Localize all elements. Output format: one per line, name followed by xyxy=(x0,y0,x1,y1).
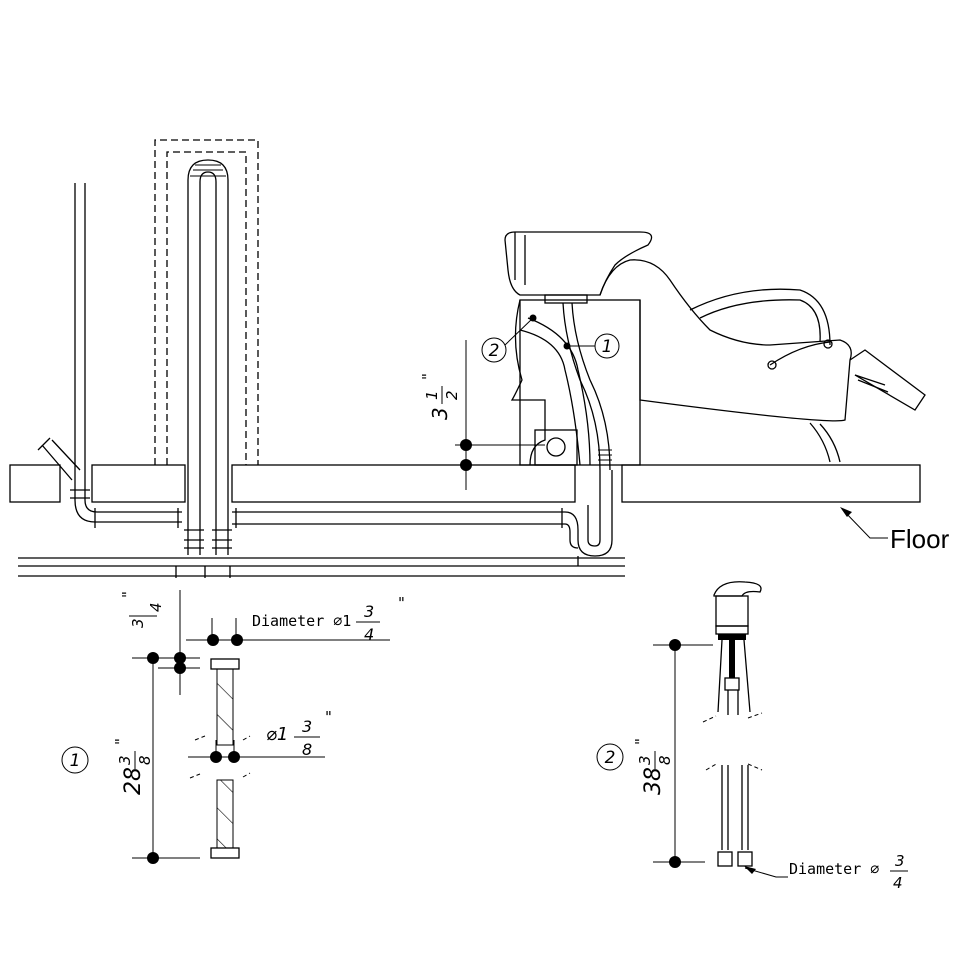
svg-text:3: 3 xyxy=(116,755,134,765)
svg-text:": " xyxy=(119,591,137,598)
svg-text:8: 8 xyxy=(136,755,154,765)
drain-lines xyxy=(18,470,625,578)
svg-text:3: 3 xyxy=(302,717,312,736)
floor-slab xyxy=(9,464,921,503)
detail-2-callout: 2 xyxy=(605,748,616,768)
svg-text:": " xyxy=(325,708,332,726)
svg-text:": " xyxy=(632,738,650,745)
svg-text:": " xyxy=(112,738,130,745)
svg-text:2: 2 xyxy=(443,390,461,400)
drain-outer-diameter-prefix: Diameter ⌀1 xyxy=(252,612,351,630)
svg-text:28: 28 xyxy=(121,767,146,795)
detail-1-callout: 1 xyxy=(70,751,81,771)
detail-1-drain-hose: 1 Diameter ⌀1 3 4 " ⌀1 3 8 " 28 3 8 " xyxy=(61,590,405,864)
svg-text:4: 4 xyxy=(147,602,165,612)
hose-diameter-prefix: Diameter ⌀ xyxy=(789,860,879,878)
vent-pipes xyxy=(184,159,232,555)
callout-2-chair: 2 xyxy=(481,314,537,363)
svg-text:3: 3 xyxy=(129,618,147,628)
wall-chase xyxy=(154,139,259,465)
svg-text:8: 8 xyxy=(656,755,674,765)
floor-callout: Floor xyxy=(840,507,950,554)
floor-label: Floor xyxy=(890,524,950,554)
svg-text:8: 8 xyxy=(302,740,312,759)
svg-text:": " xyxy=(419,373,437,380)
callout-1-chair: 1 xyxy=(563,333,620,359)
dimension-3-1-2: 3 1 2 " xyxy=(419,340,545,490)
svg-text:3: 3 xyxy=(895,852,905,870)
drain-inner-diameter-prefix: ⌀1 xyxy=(266,724,288,745)
svg-text:4: 4 xyxy=(893,874,903,892)
left-vent-pipe xyxy=(37,183,90,500)
svg-text:": " xyxy=(398,594,405,612)
svg-text:3: 3 xyxy=(428,407,452,420)
svg-text:3: 3 xyxy=(364,602,374,621)
svg-text:1: 1 xyxy=(423,390,441,400)
detail-2-faucet-hose: 2 Diameter ⌀ 3 4 38 3 8 " xyxy=(596,581,908,892)
svg-text:3: 3 xyxy=(636,755,654,765)
svg-text:38: 38 xyxy=(641,767,666,795)
callout-2-label: 2 xyxy=(489,341,500,361)
svg-text:4: 4 xyxy=(364,625,374,644)
shampoo-chair xyxy=(504,231,926,471)
callout-1-label: 1 xyxy=(602,337,613,357)
